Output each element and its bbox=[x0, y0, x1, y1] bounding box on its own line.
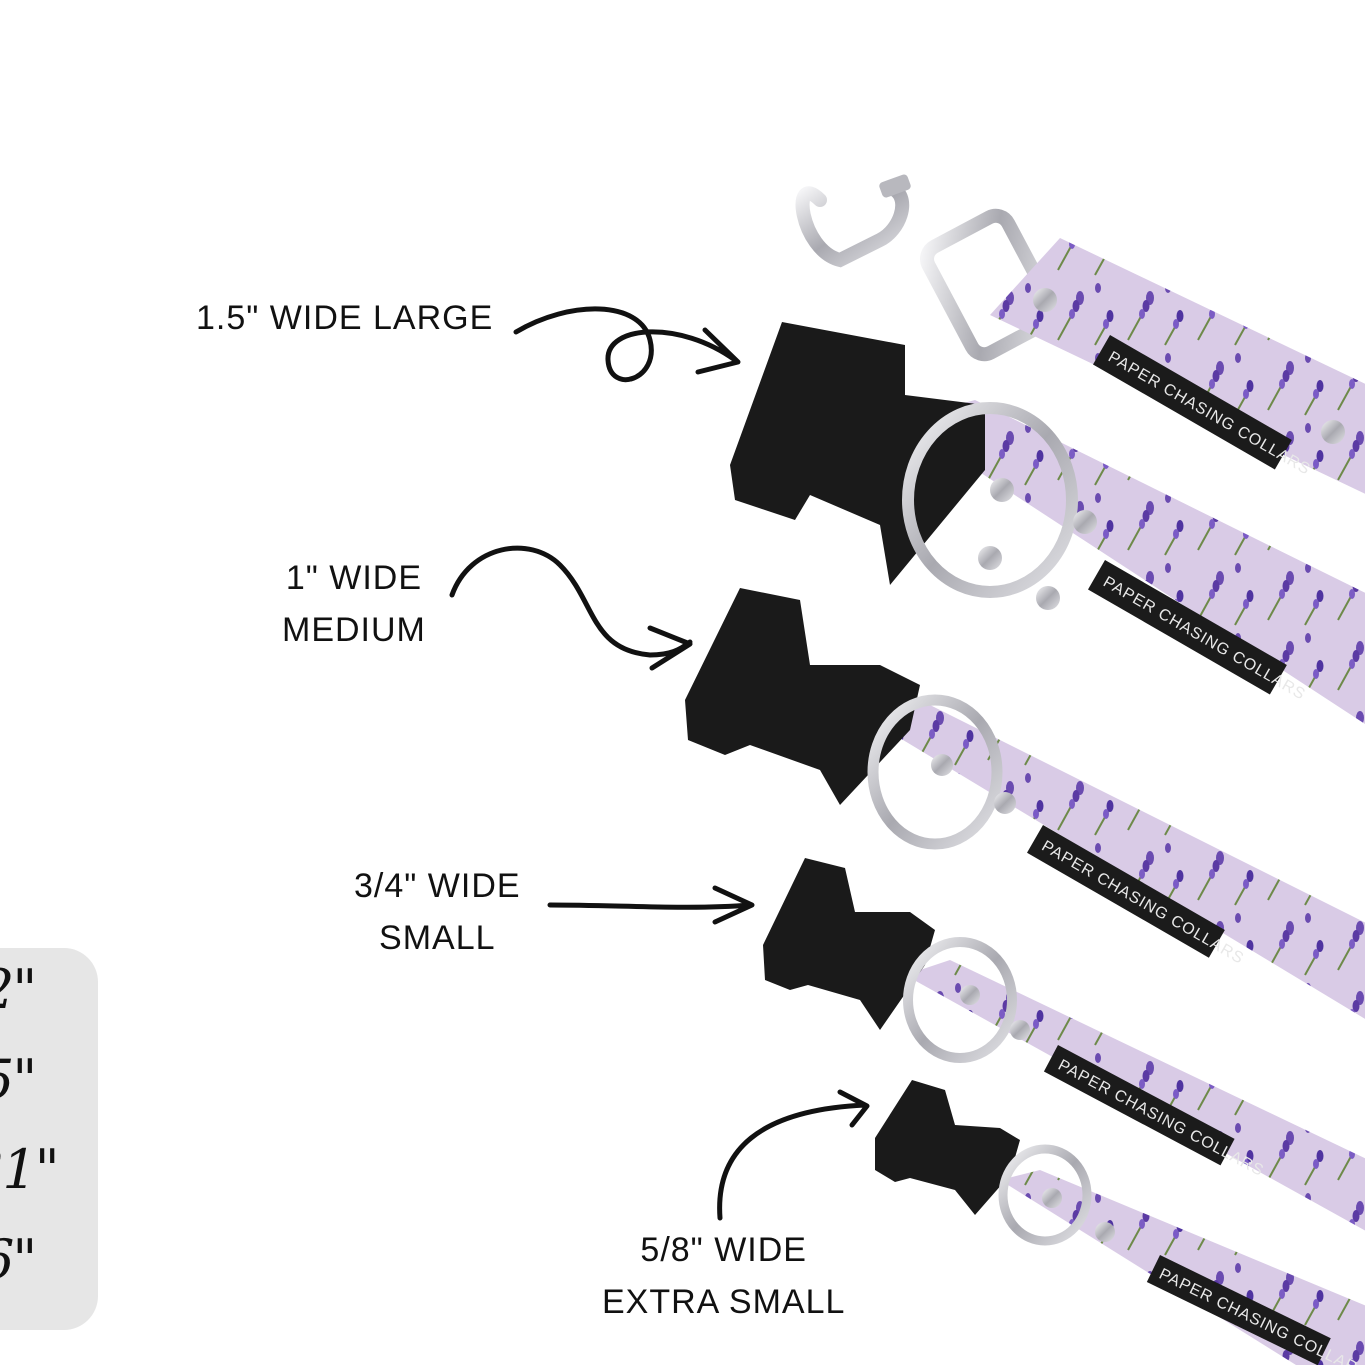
medium-collar: PAPER CHASING COLLARS bbox=[685, 588, 1365, 1019]
buckle bbox=[875, 1080, 1020, 1215]
large-collar: PAPER CHASING COLLARS bbox=[730, 322, 1365, 725]
label-xsmall-line2: EXTRA SMALL bbox=[602, 1283, 846, 1321]
rivet bbox=[1033, 288, 1057, 312]
measurement-1: 2" bbox=[0, 958, 37, 1021]
d-ring bbox=[867, 694, 1003, 850]
measurement-card: 2" 5" 21" 6" bbox=[0, 948, 98, 1330]
rivet bbox=[1073, 510, 1097, 534]
buckle bbox=[685, 588, 920, 805]
measurement-3: 21" bbox=[0, 1138, 60, 1201]
arrow-large bbox=[513, 306, 741, 383]
buckle bbox=[763, 858, 935, 1030]
extra-small-collar: PAPER CHASING COLLARS bbox=[875, 1080, 1365, 1365]
label-small-line2: SMALL bbox=[379, 919, 496, 957]
rivet bbox=[1010, 1020, 1030, 1040]
label-small-line1: 3/4" WIDE bbox=[354, 867, 521, 905]
label-medium: 1" WIDE MEDIUM bbox=[282, 552, 426, 656]
label-medium-line1: 1" WIDE bbox=[285, 559, 423, 597]
rivet bbox=[990, 478, 1014, 502]
measurement-4: 6" bbox=[0, 1228, 37, 1291]
label-large-line1: 1.5" WIDE LARGE bbox=[196, 299, 494, 337]
rivet bbox=[978, 546, 1002, 570]
rivet bbox=[1095, 1222, 1115, 1242]
label-large: 1.5" WIDE LARGE bbox=[196, 292, 493, 344]
d-ring bbox=[902, 402, 1078, 598]
rivet bbox=[994, 792, 1016, 814]
rivet bbox=[1042, 1188, 1062, 1208]
rivet bbox=[931, 754, 953, 776]
label-xsmall: 5/8" WIDE EXTRA SMALL bbox=[602, 1224, 845, 1328]
arrow-medium bbox=[449, 545, 693, 671]
d-ring bbox=[903, 937, 1017, 1063]
rivet bbox=[1321, 420, 1345, 444]
leash: PAPER CHASING COLLARS bbox=[795, 174, 1365, 494]
rivet bbox=[960, 985, 980, 1005]
rivet bbox=[1036, 586, 1060, 610]
buckle bbox=[730, 322, 985, 585]
d-ring bbox=[998, 1144, 1092, 1246]
label-small: 3/4" WIDE SMALL bbox=[354, 860, 521, 964]
arrow-small bbox=[547, 885, 755, 925]
label-medium-line2: MEDIUM bbox=[282, 611, 426, 649]
measurement-2: 5" bbox=[0, 1048, 37, 1111]
label-xsmall-line1: 5/8" WIDE bbox=[640, 1231, 807, 1269]
arrow-xsmall bbox=[717, 1089, 870, 1221]
